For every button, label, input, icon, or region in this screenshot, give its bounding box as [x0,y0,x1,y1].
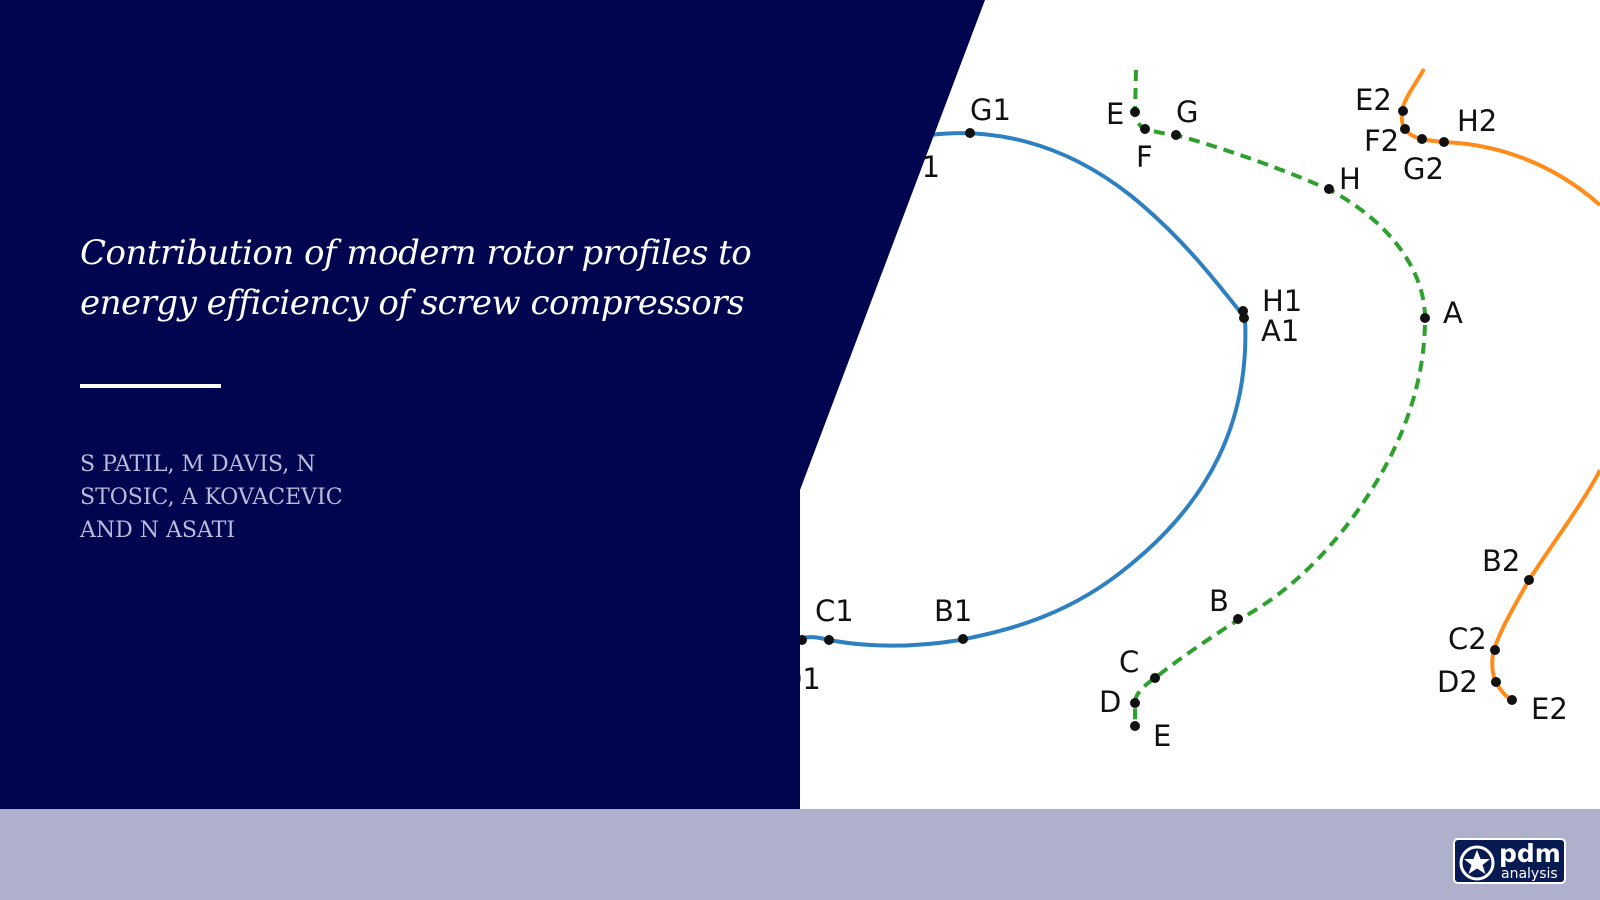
point-b1 [958,634,968,644]
point-d [1130,698,1140,708]
footer-bar [0,809,1600,900]
point-g [1171,130,1181,140]
label-a: A [1443,296,1463,330]
point-e-bottom [1130,721,1140,731]
point-e2-top [1398,106,1408,116]
logo-wordmark: pdm [1499,839,1561,868]
point-e2-bottom [1507,695,1517,705]
label-h: H [1339,162,1361,196]
label-b1: B1 [934,594,972,628]
point-c1 [824,635,834,645]
logo-subtitle: analysis [1501,866,1558,882]
label-f2: F2 [1364,124,1399,158]
point-a [1420,313,1430,323]
label-a1: A1 [1261,314,1299,348]
point-f [1140,124,1150,134]
point-a1 [1239,313,1249,323]
point-g2 [1417,134,1427,144]
label-d2: D2 [1437,665,1478,699]
blue-profile-curve [789,131,1248,648]
title-panel-shape [0,0,985,809]
point-f2 [1400,124,1410,134]
slide-title: Contribution of modern rotor profiles to… [80,228,800,328]
point-b2 [1524,575,1534,585]
label-g2: G2 [1403,152,1444,186]
label-e-bottom: E [1153,719,1171,753]
label-h1: H1 [1262,284,1302,318]
label-b: B [1209,584,1229,618]
label-f: F [1136,140,1153,174]
label-e: E [1106,97,1124,131]
label-e2-top: E2 [1355,83,1392,117]
point-g1 [965,128,975,138]
label-g: G [1176,95,1198,129]
point-h2 [1439,137,1449,147]
label-g1: G1 [970,93,1011,127]
author-list: S PATIL, M DAVIS, N STOSIC, A KOVACEVIC … [80,448,370,547]
label-c1: C1 [815,594,854,628]
pdm-analysis-logo: pdm analysis [1453,838,1566,884]
label-b2: B2 [1482,544,1520,578]
label-d: D [1099,685,1121,719]
label-c2: C2 [1448,622,1487,656]
point-h [1324,184,1334,194]
author-line-2: STOSIC, A KOVACEVIC [80,485,343,510]
author-line-3: AND N ASATI [80,518,236,543]
author-line-1: S PATIL, M DAVIS, N [80,452,316,477]
slide-title-line-2: energy efficiency of screw compressors [80,283,744,323]
slide-title-line-1: Contribution of modern rotor profiles to [80,233,752,273]
point-c2 [1490,645,1500,655]
star-circle-icon [1459,845,1495,881]
point-d2 [1491,677,1501,687]
point-c [1150,673,1160,683]
label-c: C [1119,645,1139,679]
title-divider [80,384,221,388]
point-b [1233,614,1243,624]
label-h2: H2 [1457,104,1497,138]
point-e [1130,107,1140,117]
label-e2-bottom: E2 [1531,692,1568,726]
